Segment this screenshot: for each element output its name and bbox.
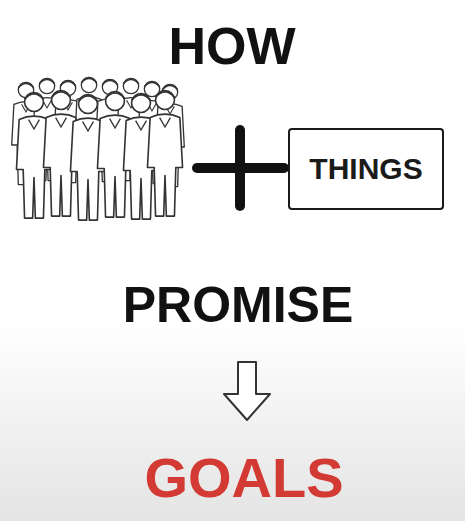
crowd-illustration xyxy=(12,77,185,220)
box-label: THINGS xyxy=(309,154,422,184)
plus-sign xyxy=(197,130,284,206)
heading-word: PROMISE xyxy=(123,280,354,330)
text-box: THINGS xyxy=(288,128,444,210)
heading-word: HOW xyxy=(168,20,295,72)
down-arrow xyxy=(224,362,270,420)
result-word: GOALS xyxy=(144,450,343,506)
